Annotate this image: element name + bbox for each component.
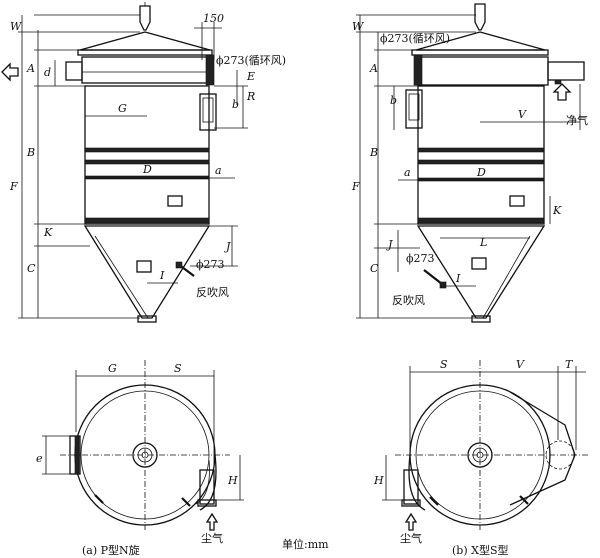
dim-w-right: W — [352, 20, 365, 33]
dim-l-right: L — [479, 236, 487, 249]
clean-air-label: 净气 — [566, 113, 588, 127]
unit-label: 单位:mm — [282, 537, 329, 551]
dim-v-right: V — [518, 108, 527, 121]
right-elevation: W A b V B F a D K J L C I ϕ273(循环风) ϕ273… — [351, 3, 588, 323]
dim-r-left: R — [246, 90, 255, 103]
dust-label-left: 尘气 — [201, 531, 223, 545]
dim-d-left: d — [44, 66, 51, 79]
inlet-label-right: ϕ273(循环风) — [380, 32, 450, 45]
dim-f-left: F — [9, 180, 18, 193]
reverse-air-label-right: 反吹风 — [392, 294, 425, 307]
dim-k-left: K — [43, 226, 53, 239]
dim-a-right: a — [404, 166, 411, 179]
left-plan-view: G S e H 尘气 — [36, 360, 244, 545]
dim-s-plan-left: S — [174, 362, 182, 375]
reverse-air-label-left: 反吹风 — [196, 286, 229, 299]
dim-i-right: I — [455, 272, 461, 285]
right-plan-view: S V T H 尘气 — [373, 358, 590, 545]
dim-v-plan: V — [516, 358, 525, 371]
dim-b-upper-left: B — [26, 146, 35, 159]
reverse-diameter-right: ϕ273 — [406, 252, 435, 265]
dim-t-plan: T — [565, 358, 574, 371]
dim-a-upper-right: A — [369, 62, 378, 75]
dim-b-left: b — [232, 98, 239, 111]
dim-g-plan: G — [108, 362, 117, 375]
dim-h-plan-left: H — [227, 474, 238, 487]
dim-a-upper-left: A — [26, 62, 35, 75]
dim-g-left: G — [118, 102, 127, 115]
caption-left: (a) P型N旋 — [82, 543, 140, 557]
inlet-label-left: ϕ273(循环风) — [216, 54, 286, 67]
dim-c-right: C — [370, 262, 379, 275]
dim-e-plan: e — [36, 452, 43, 465]
dim-d-body-right: D — [476, 166, 486, 179]
dim-150: 150 — [203, 12, 224, 25]
dim-e-left: E — [246, 70, 255, 83]
dim-f-right: F — [351, 180, 360, 193]
caption-right: (b) X型S型 — [452, 543, 509, 557]
dim-h-plan-right: H — [373, 474, 384, 487]
dim-j-left: J — [224, 240, 231, 253]
dim-a-left: a — [215, 164, 222, 177]
dim-w-left: W — [10, 20, 23, 33]
dim-i-left: I — [159, 269, 165, 282]
dust-label-right: 尘气 — [400, 531, 422, 545]
dim-d-body-left: D — [142, 163, 152, 176]
dim-c-left: C — [27, 262, 36, 275]
dim-s-plan-right: S — [440, 358, 448, 371]
dim-b-upper-right: B — [369, 146, 378, 159]
left-elevation: W 150 A d E R b G B F D a K C J I ϕ273(循… — [1, 2, 286, 323]
dim-b-right: b — [390, 94, 397, 107]
dim-j-right: J — [386, 238, 393, 251]
dim-k-right: K — [552, 204, 562, 217]
reverse-diameter-left: ϕ273 — [196, 258, 225, 271]
